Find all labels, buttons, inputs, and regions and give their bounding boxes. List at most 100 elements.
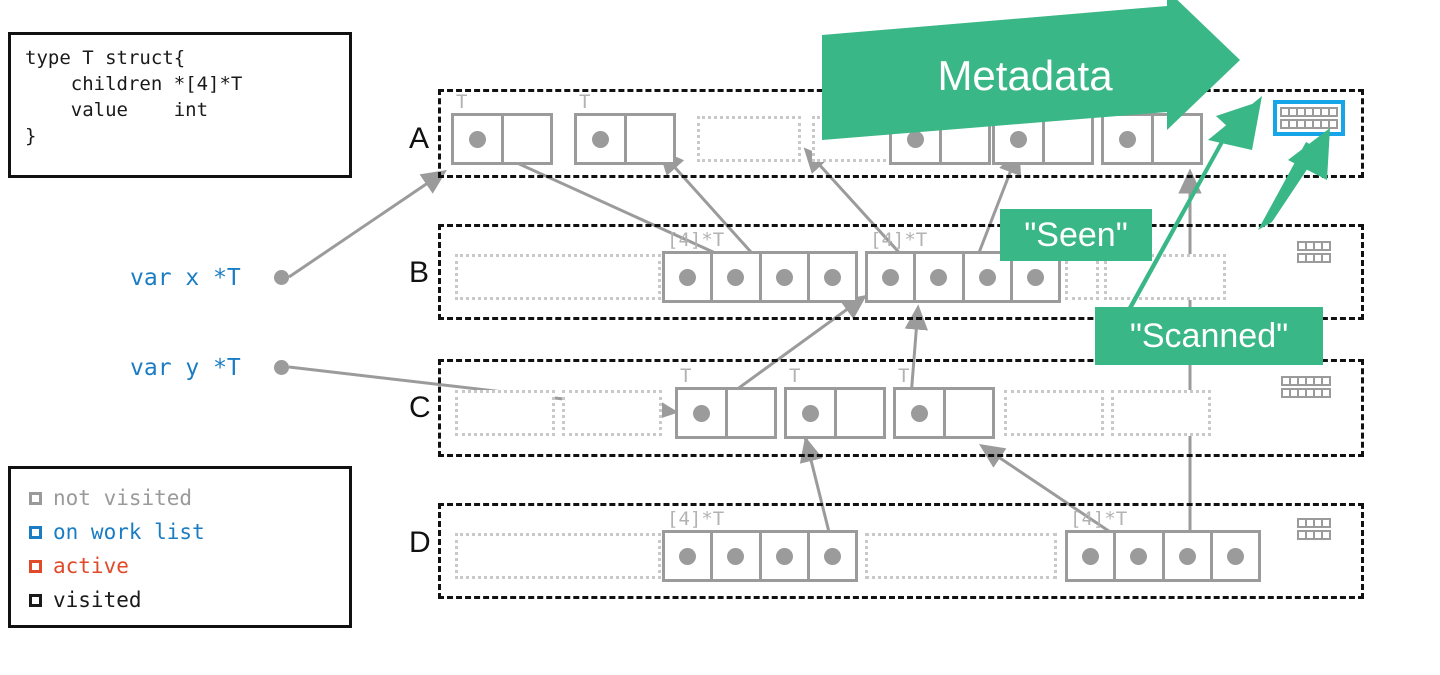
pointer-dot	[1026, 268, 1044, 286]
object-d-3[interactable]: [4]*T	[1065, 508, 1261, 582]
metadata-row	[1297, 241, 1331, 251]
legend-swatch-on-work-list	[29, 525, 42, 539]
object-c-4[interactable]: T	[893, 365, 995, 439]
callout-metadata-label: Metadata	[937, 52, 1113, 99]
cell[interactable]	[758, 533, 807, 579]
cell[interactable]	[913, 254, 961, 300]
legend-label-on-work-list: on work list	[53, 519, 205, 544]
cell[interactable]	[806, 533, 855, 579]
cell[interactable]	[1113, 533, 1161, 579]
cell[interactable]	[724, 390, 775, 436]
row-label-d: D	[409, 526, 431, 559]
cell[interactable]	[1068, 533, 1113, 579]
metadata-bitmap-b[interactable]	[1297, 241, 1331, 263]
legend-label-active: active	[53, 553, 129, 578]
legend-item-active: active	[29, 549, 349, 583]
cell[interactable]	[623, 116, 674, 162]
cell[interactable]	[938, 116, 989, 162]
heap-row-b: [4]*T [4]*T	[438, 224, 1364, 320]
pointer-dot	[468, 130, 486, 148]
object-c-2-tag: T	[680, 365, 692, 387]
metadata-bitmap-d[interactable]	[1297, 518, 1331, 540]
cell[interactable]	[806, 254, 855, 300]
cell	[1068, 257, 1096, 297]
cell[interactable]	[1104, 116, 1151, 162]
legend-swatch-not-visited	[29, 491, 42, 505]
cell[interactable]	[892, 116, 939, 162]
pointer-dot	[727, 547, 745, 565]
cell[interactable]	[678, 390, 725, 436]
legend-label-not-visited: not visited	[53, 485, 193, 510]
cell	[458, 257, 658, 297]
var-x-label: var x *T	[130, 265, 241, 291]
cell[interactable]	[1009, 254, 1058, 300]
metadata-cell	[1321, 253, 1331, 263]
cell[interactable]	[454, 116, 501, 162]
var-x-pointer-dot	[274, 270, 289, 285]
pointer-dot	[910, 404, 928, 422]
pointer-dot	[679, 547, 697, 565]
cell[interactable]	[1161, 533, 1210, 579]
metadata-bitmap-a[interactable]	[1273, 100, 1345, 136]
object-b-2[interactable]: [4]*T	[865, 229, 1061, 303]
pointer-dot	[727, 268, 745, 286]
metadata-cell	[1321, 241, 1331, 251]
cell[interactable]	[1150, 116, 1201, 162]
legend-swatch-active	[29, 559, 42, 573]
pointer-dot	[1178, 547, 1196, 565]
legend-swatch-visited	[29, 593, 42, 607]
cell[interactable]	[1209, 533, 1258, 579]
metadata-bitmap-c[interactable]	[1281, 376, 1331, 398]
object-c-2[interactable]: T	[675, 365, 777, 439]
object-c-3[interactable]: T	[784, 365, 886, 439]
object-c-6-placeholder	[1111, 390, 1211, 436]
object-b-2-tag: [4]*T	[870, 229, 928, 251]
cell[interactable]	[787, 390, 834, 436]
object-a-0[interactable]: T	[451, 91, 553, 165]
cell[interactable]	[710, 533, 758, 579]
pointer-dot	[882, 268, 900, 286]
cell[interactable]	[710, 254, 758, 300]
metadata-cell	[1321, 530, 1331, 540]
cell	[868, 536, 1054, 576]
pointer-dot	[1082, 547, 1100, 565]
metadata-cell	[1328, 119, 1338, 129]
object-c-4-tag: T	[898, 365, 910, 387]
object-a-6[interactable]	[1101, 113, 1203, 165]
object-a-5[interactable]	[992, 113, 1094, 165]
cell[interactable]	[942, 390, 993, 436]
metadata-cell	[1321, 518, 1331, 528]
pointer-dot	[930, 268, 948, 286]
callout-seen: "Seen"	[1000, 209, 1152, 261]
cell[interactable]	[665, 254, 710, 300]
object-c-3-tag: T	[789, 365, 801, 387]
cell[interactable]	[833, 390, 884, 436]
object-b-1[interactable]: [4]*T	[662, 229, 858, 303]
heap-row-d: [4]*T [4]*T	[438, 503, 1364, 599]
cell[interactable]	[1041, 116, 1092, 162]
pointer-dot	[978, 268, 996, 286]
type-definition-box: type T struct{ children *[4]*T value int…	[8, 32, 352, 178]
cell[interactable]	[577, 116, 624, 162]
row-label-b: B	[409, 256, 430, 289]
cell[interactable]	[500, 116, 551, 162]
cell[interactable]	[961, 254, 1010, 300]
object-d-3-tag: [4]*T	[1070, 508, 1128, 530]
cell[interactable]	[995, 116, 1042, 162]
metadata-cell	[1321, 376, 1331, 386]
var-y-pointer-dot	[274, 360, 289, 375]
object-a-4[interactable]	[889, 113, 991, 165]
cell[interactable]	[868, 254, 913, 300]
cell	[700, 119, 798, 159]
legend-label-visited: visited	[53, 587, 142, 612]
cell[interactable]	[665, 533, 710, 579]
pointer-dot	[823, 268, 841, 286]
metadata-row	[1280, 119, 1338, 129]
cell[interactable]	[896, 390, 943, 436]
cell[interactable]	[758, 254, 807, 300]
legend-item-visited: visited	[29, 583, 349, 617]
object-d-1[interactable]: [4]*T	[662, 508, 858, 582]
object-a-1[interactable]: T	[574, 91, 676, 165]
row-label-a: A	[409, 122, 430, 155]
